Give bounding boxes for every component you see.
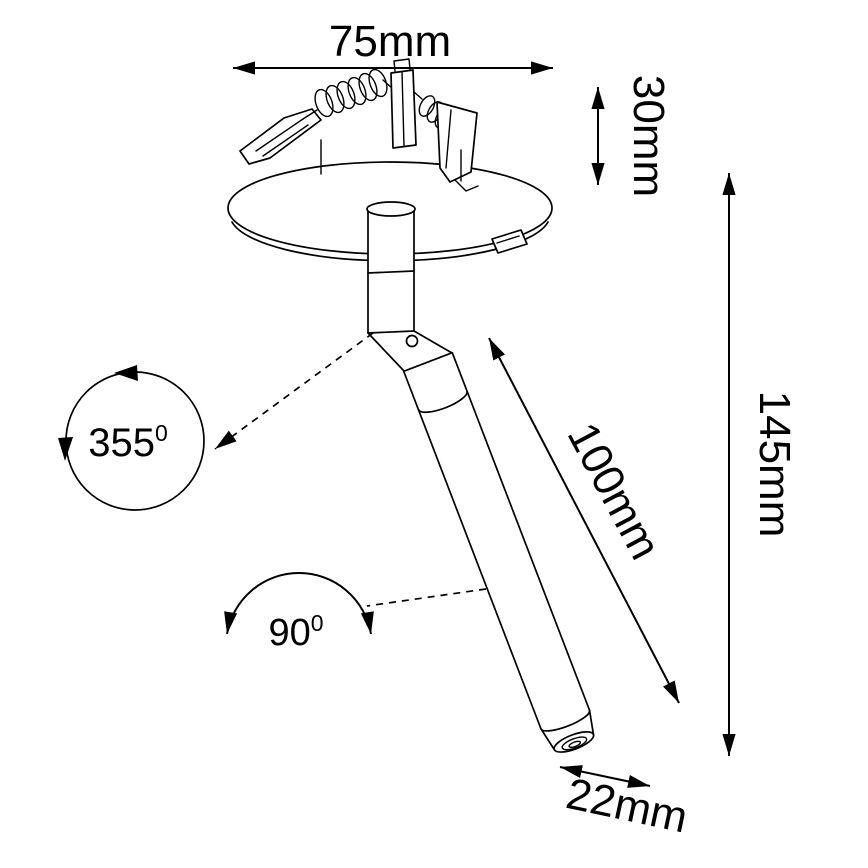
coil-loop (347, 76, 367, 106)
dimension-30mm: 30mm (591, 75, 673, 197)
left-bracket-slot-line (255, 118, 304, 152)
dimension-75mm: 75mm (233, 17, 553, 75)
tilt-angle-indicator: 900 (224, 572, 487, 654)
center-post-edge (401, 71, 405, 147)
dim-22mm-arrow-line (559, 765, 651, 788)
swivel-joint (367, 330, 453, 372)
rotation-arrowhead-left (58, 437, 73, 461)
right-bracket (436, 101, 478, 183)
rotation-angle-value: 355 (88, 421, 155, 465)
coil-loop (314, 88, 334, 118)
tube-collar-line (417, 390, 468, 414)
stem-joint-line (367, 270, 415, 274)
coil-loop (336, 80, 356, 110)
right-bracket-foot (454, 179, 479, 192)
rotation-angle-superscript: 0 (155, 420, 168, 446)
tilt-angle-superscript: 0 (311, 610, 324, 636)
right-bracket-slot-line (445, 109, 452, 169)
tube-tip-line (540, 709, 591, 732)
under-flange-clip-line (496, 235, 520, 244)
spring-clip-assembly (239, 58, 528, 254)
spring-wire-end (302, 109, 318, 120)
dim-30mm-label: 30mm (624, 75, 673, 197)
dim-100mm-label: 100mm (558, 415, 670, 568)
spring-wire-end (413, 91, 423, 100)
tilt-leader-dashed (366, 588, 487, 607)
dim-145mm-label: 145mm (750, 391, 799, 538)
rotation-angle-indicator: 3550 (58, 332, 374, 511)
fork-right-line (413, 330, 453, 354)
coil-loop (418, 95, 436, 117)
lens-center (568, 740, 582, 748)
tube-body (402, 351, 595, 751)
spot-tube (402, 351, 595, 753)
tilt-angle-label: 900 (268, 610, 323, 654)
coil-loop (325, 84, 345, 114)
left-bracket-slot-line-2 (262, 124, 309, 157)
stem (366, 201, 416, 334)
lens-inner-ring (561, 736, 588, 751)
spring-coil-left (302, 68, 395, 120)
fork-left-line (367, 332, 405, 372)
dim-100mm-arrow-line (488, 337, 680, 704)
dim-22mm-label: 22mm (562, 769, 692, 842)
rotation-arrowhead-top (114, 365, 138, 381)
dim-75mm-label: 75mm (329, 17, 451, 66)
coil-loop (358, 72, 378, 102)
stem-top-ellipse (366, 201, 416, 217)
tilt-arc (224, 572, 374, 635)
tilt-angle-value: 90 (268, 612, 310, 654)
rotation-leader-dashed (214, 332, 374, 450)
dimension-145mm: 145mm (722, 173, 799, 756)
left-bracket (239, 108, 322, 165)
rotation-angle-label: 3550 (88, 420, 168, 465)
dimension-22mm: 22mm (559, 765, 692, 842)
pivot-pin (405, 334, 419, 348)
